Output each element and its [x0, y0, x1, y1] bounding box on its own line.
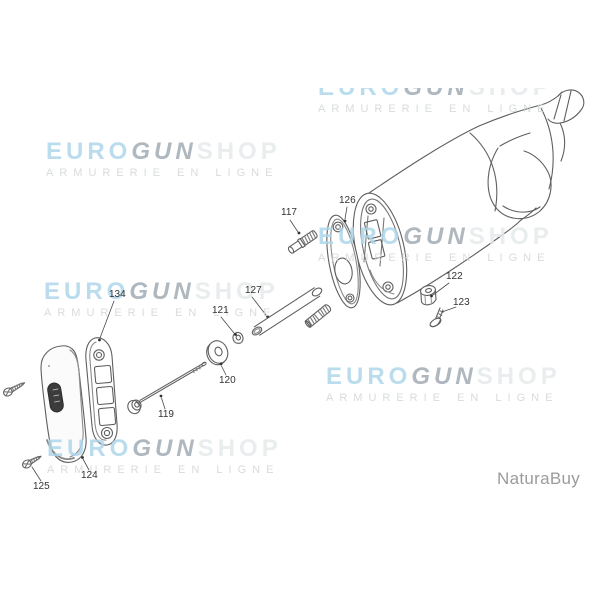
part-label-127: 127: [245, 285, 262, 296]
washer-121-drawing: [232, 331, 244, 345]
pad-screw-125-drawing: [22, 455, 42, 469]
screw-123-drawing: [429, 307, 444, 328]
part-label-119: 119: [158, 409, 174, 420]
buttstock-drawing: [352, 89, 585, 306]
threaded-stud-drawing: [304, 304, 332, 328]
spacer-plate-126-drawing: [326, 214, 361, 309]
naturabuy-logo: NaturaBuy: [497, 469, 581, 488]
bushing-122-drawing: [420, 285, 437, 306]
pad-screw-drawing: [3, 382, 26, 397]
part-label-125: 125: [33, 481, 50, 492]
spacer-tube-127-drawing: [251, 287, 323, 336]
part-label-124: 124: [81, 470, 98, 481]
part-label-122: 122: [446, 271, 463, 282]
part-label-134: 134: [109, 289, 126, 300]
part-label-120: 120: [219, 375, 236, 386]
stock-bolt-119-drawing: [127, 361, 207, 415]
leader-lines: [31, 206, 457, 482]
washer-120-drawing: [206, 340, 229, 366]
part-label-121: 121: [212, 305, 229, 316]
part-label-123: 123: [453, 297, 470, 308]
part-label-117: 117: [281, 207, 297, 218]
part-label-126: 126: [339, 195, 356, 206]
recoil-pad-124-drawing: [40, 345, 87, 463]
stock-stud-117-drawing: [287, 230, 318, 254]
spacer-plate-134-drawing: [85, 337, 118, 446]
